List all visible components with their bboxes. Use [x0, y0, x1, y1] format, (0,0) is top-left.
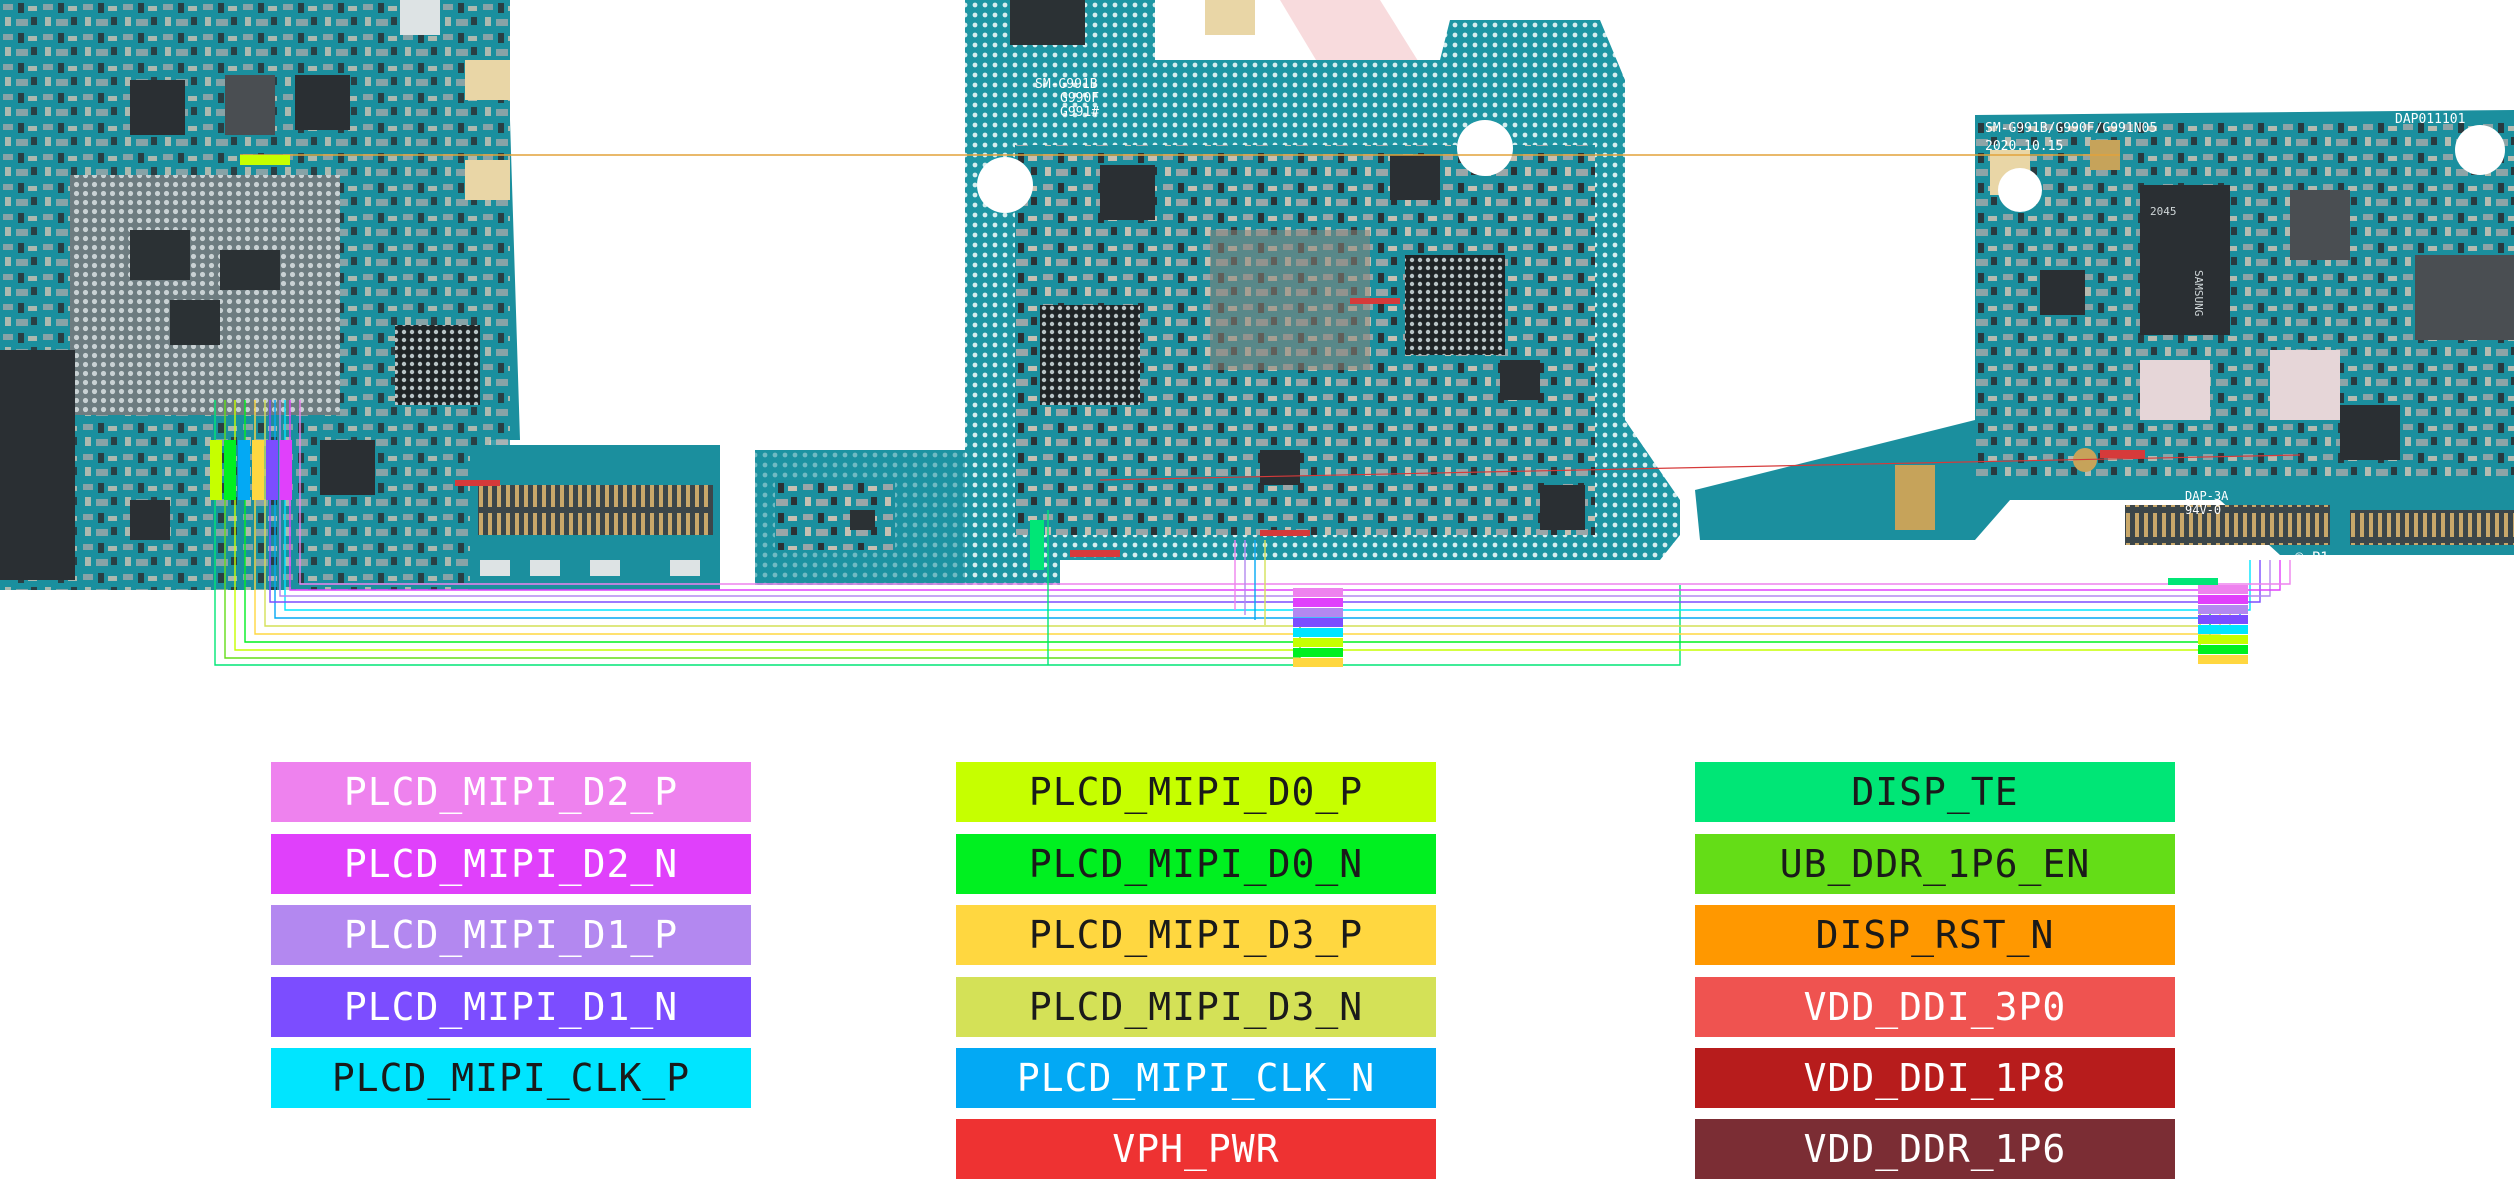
legend-label: PLCD_MIPI_CLK_P: [271, 1048, 751, 1108]
mini-label-stack-right: [2168, 578, 2248, 664]
legend-label: PLCD_MIPI_D2_N: [271, 834, 751, 894]
right-board: SM-G991B/G990F/G991N05 2020.10.15 DAP011…: [1695, 110, 2514, 566]
pmic-bga: [1405, 255, 1505, 355]
soc-bga: [70, 175, 340, 415]
silkscreen-text: 94V-0: [2185, 503, 2221, 517]
chip-text: SAMSUNG: [2192, 270, 2205, 316]
silkscreen-text: SM-G991B/G990F/G991N05: [1985, 121, 2157, 136]
legend-label: PLCD_MIPI_D1_N: [271, 977, 751, 1037]
mini-label-stack-center: [1293, 588, 1343, 667]
legend-label: PLCD_MIPI_D2_P: [271, 762, 751, 822]
legend-label: PLCD_MIPI_D1_P: [271, 905, 751, 965]
pad-markers: [210, 155, 2145, 570]
legend-label: PLCD_MIPI_D3_N: [956, 977, 1436, 1037]
legend-label: PLCD_MIPI_D0_N: [956, 834, 1436, 894]
legend-label: DISP_RST_N: [1695, 905, 2175, 965]
connector: [478, 485, 713, 535]
legend-label: VPH_PWR: [956, 1119, 1436, 1179]
legend-label: UB_DDR_1P6_EN: [1695, 834, 2175, 894]
legend-label: VDD_DDR_1P6: [1695, 1119, 2175, 1179]
legend-label: PLCD_MIPI_D0_P: [956, 762, 1436, 822]
silkscreen-text: 2020.10.15: [1985, 139, 2063, 154]
silkscreen-text: ® P1: [2295, 550, 2329, 566]
legend-label: PLCD_MIPI_D3_P: [956, 905, 1436, 965]
ram-chip: [2140, 185, 2230, 335]
legend-label: VDD_DDI_1P8: [1695, 1048, 2175, 1108]
silkscreen-text: DAP011101: [2395, 112, 2465, 127]
left-flex-tab: [470, 445, 720, 590]
trace-line: [1099, 454, 2301, 481]
silkscreen-text: G990F: [1060, 91, 1099, 106]
silkscreen-text: SM-G991B: [1035, 77, 1098, 92]
chip-text: 2045: [2150, 205, 2177, 218]
pmic-bga: [1040, 305, 1140, 405]
center-small-module: [755, 450, 965, 585]
silkscreen-text: G991#: [1060, 105, 1099, 120]
legend-label: VDD_DDI_3P0: [1695, 977, 2175, 1037]
center-board: SM-G991B G990F G991#: [965, 0, 1680, 585]
legend-label: DISP_TE: [1695, 762, 2175, 822]
legend-label: PLCD_MIPI_CLK_N: [956, 1048, 1436, 1108]
silkscreen-text: DAP-3A: [2185, 489, 2229, 503]
